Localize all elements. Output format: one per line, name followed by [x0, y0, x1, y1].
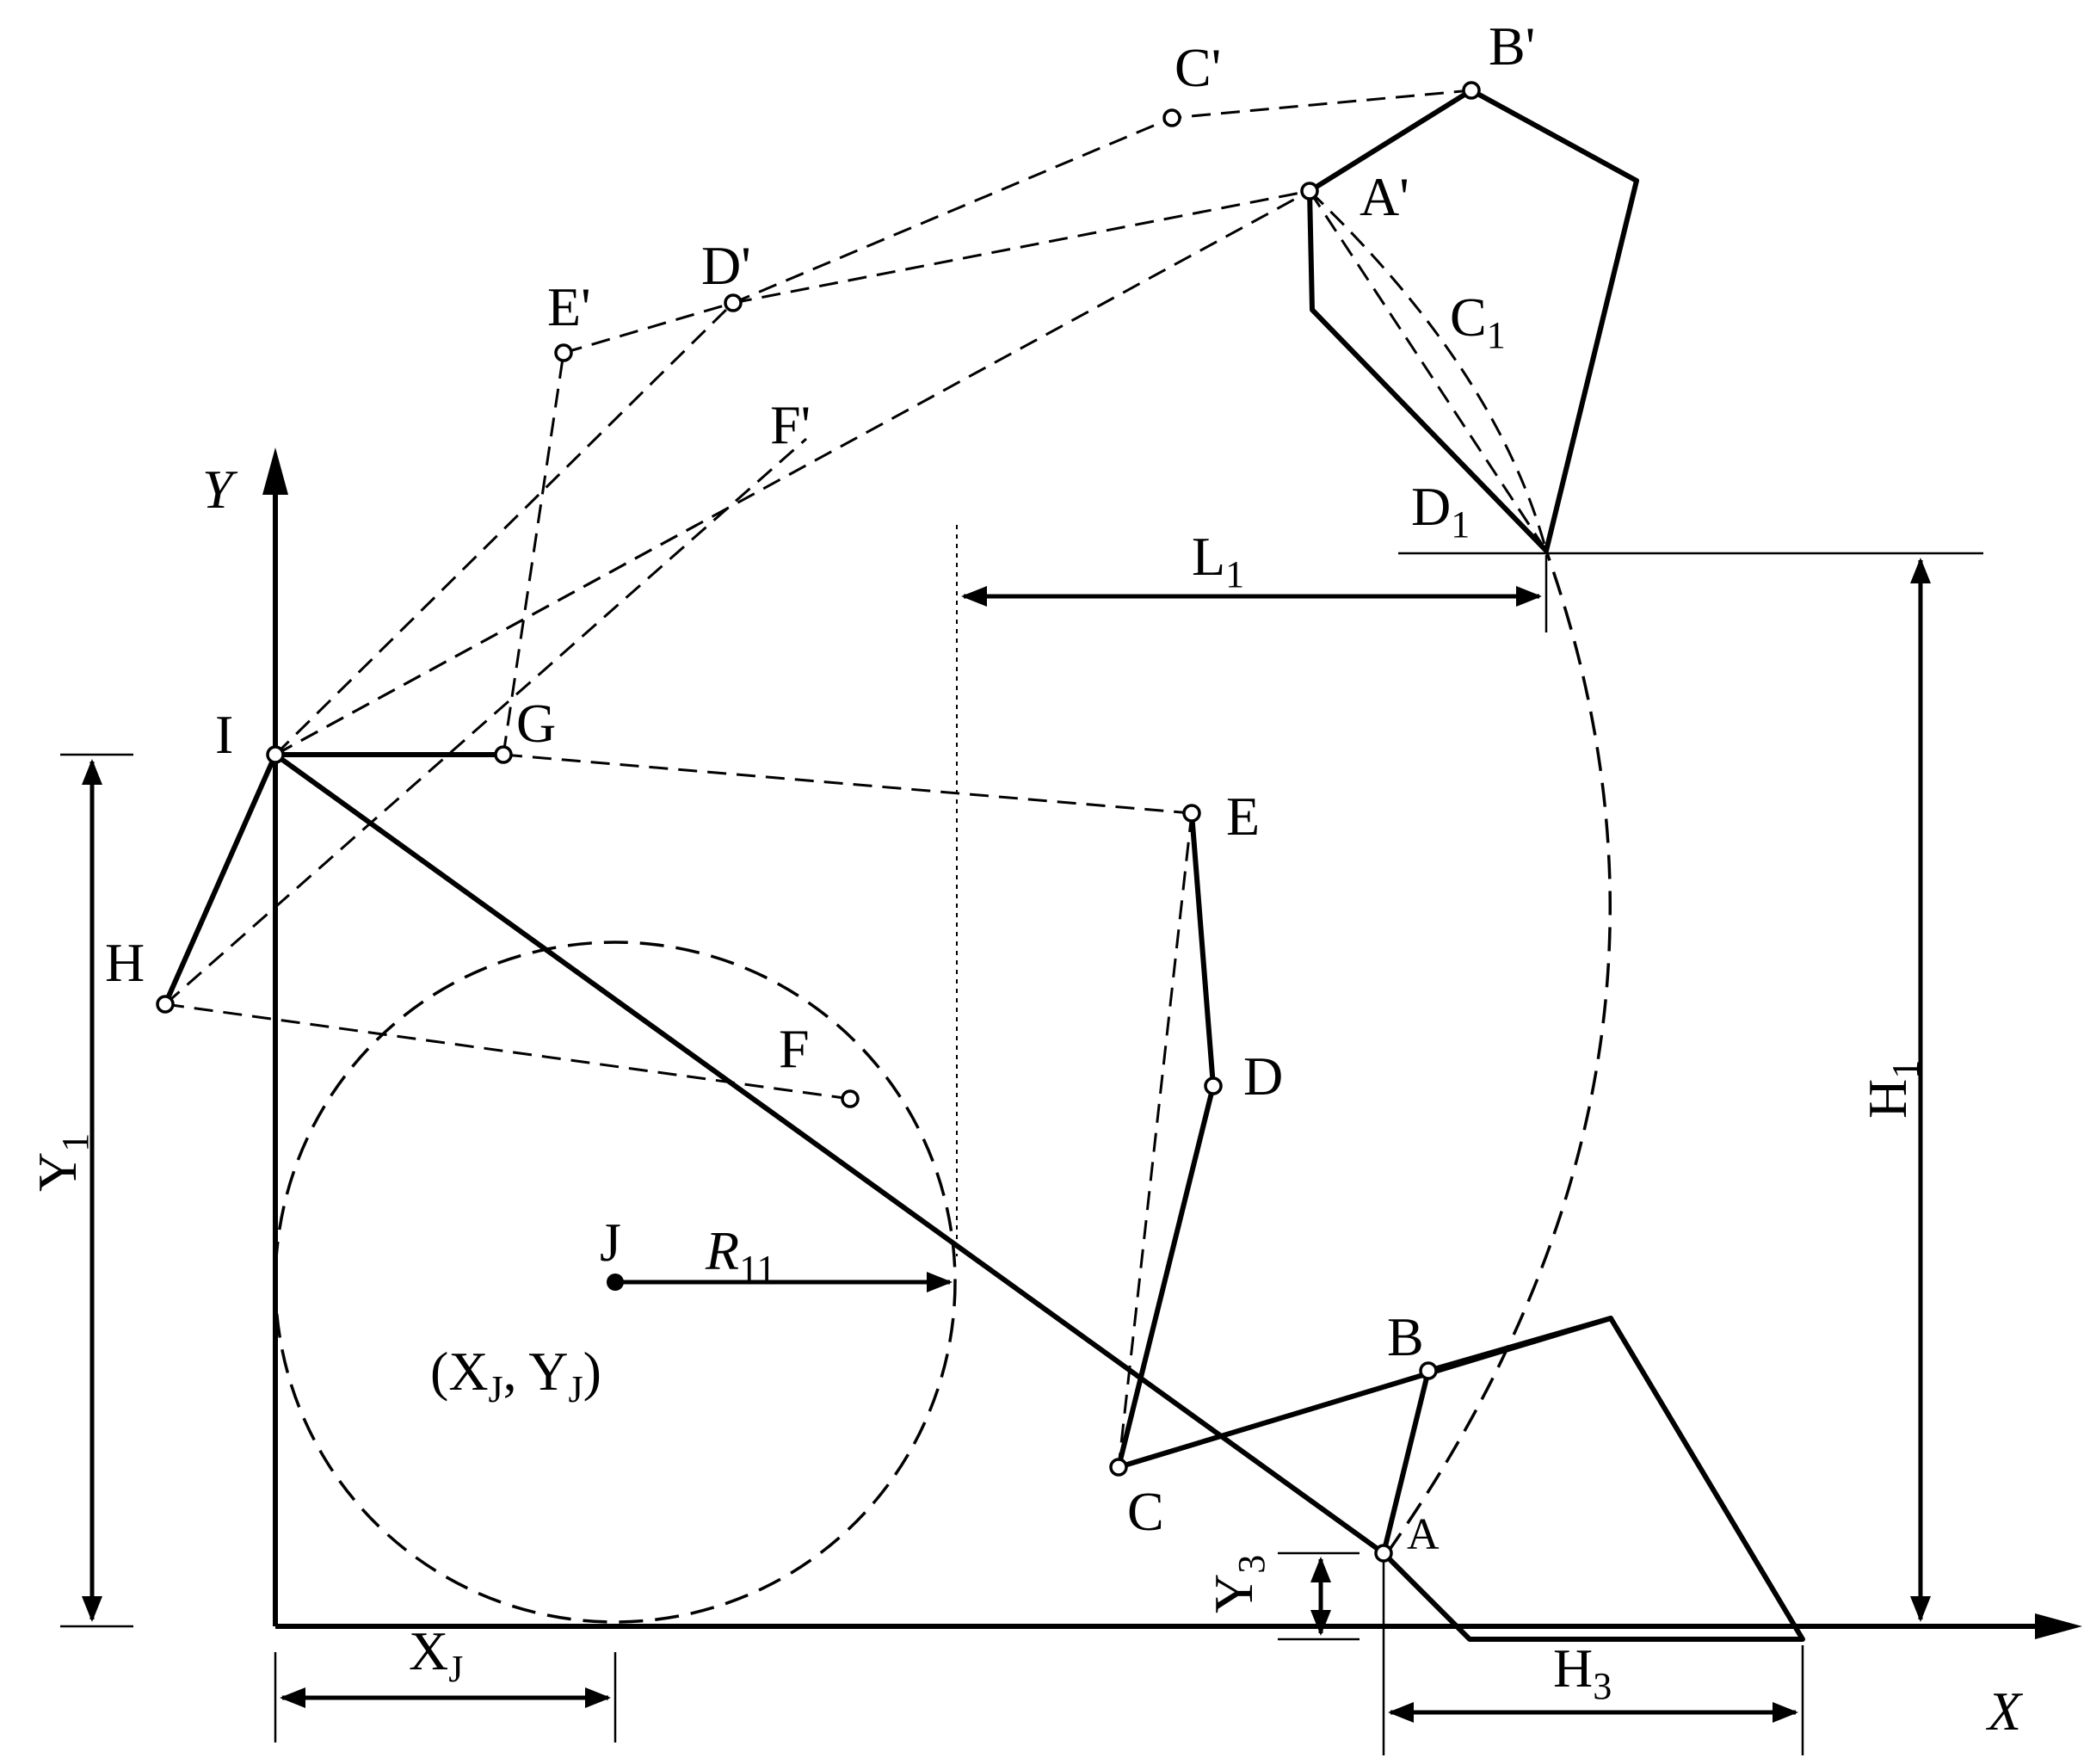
bucket-lower: [1381, 1316, 1805, 1642]
label-j: J: [600, 1212, 621, 1273]
joint-c-prime: [1162, 108, 1181, 127]
label-axis-y: Y: [202, 459, 238, 520]
link-i-a-prime: [274, 189, 1310, 756]
label-y1: Y1: [27, 1133, 96, 1192]
label-g: G: [516, 693, 556, 754]
joint-c: [1109, 1458, 1128, 1477]
joint-e-prime: [554, 343, 573, 362]
label-f-prime: F': [770, 394, 811, 455]
joint-g: [494, 745, 513, 764]
joint-d: [1204, 1076, 1223, 1095]
link-e-d-c: [1116, 811, 1216, 1470]
joint-a: [1374, 1544, 1393, 1563]
label-a: A: [1407, 1510, 1440, 1559]
label-c-prime: C': [1175, 37, 1221, 98]
label-i: I: [215, 704, 233, 765]
joint-f: [841, 1089, 860, 1108]
label-b-prime: B': [1489, 15, 1535, 77]
label-l1: L1: [1192, 526, 1244, 595]
label-r11: R11: [705, 1220, 775, 1290]
label-coordinates: (XJ, YJ): [430, 1341, 601, 1410]
joint-j: [607, 1274, 624, 1291]
label-b: B: [1387, 1306, 1424, 1367]
label-c1: C1: [1450, 287, 1506, 356]
link-i-f-prime: [274, 523, 698, 756]
link-e-d-c-b-prime: [563, 89, 1472, 355]
link-h-f-prime: [164, 437, 807, 1006]
link-i-d-prime: [274, 301, 735, 756]
boom-i-a: [273, 752, 1386, 1556]
link-d-a-prime: [732, 189, 1310, 305]
label-xj: XJ: [409, 1620, 463, 1690]
joint-h: [156, 995, 175, 1014]
joint-e: [1182, 804, 1201, 823]
label-y3: Y3: [1203, 1555, 1273, 1613]
x-axis-arrowhead: [2035, 1613, 2082, 1639]
joint-b-prime: [1462, 81, 1481, 100]
label-h3: H3: [1553, 1638, 1612, 1707]
joint-i: [266, 745, 285, 764]
reach-circle: [274, 941, 957, 1624]
label-axis-x: X: [1985, 1681, 2024, 1742]
label-f: F: [779, 1018, 810, 1079]
bucket-upper: [1307, 88, 1639, 553]
link-b-a: [1381, 1368, 1431, 1556]
link-h-f: [164, 1002, 851, 1101]
link-g-e-prime: [502, 352, 565, 756]
link-a-prime-d1: [1308, 190, 1548, 552]
link-e-c: [1117, 812, 1193, 1468]
label-c: C: [1127, 1481, 1164, 1542]
label-h: H: [105, 932, 145, 993]
label-a-prime: A': [1360, 166, 1409, 227]
label-d-prime: D': [701, 235, 751, 296]
label-d: D: [1243, 1045, 1283, 1107]
y-axis-arrowhead: [262, 447, 288, 495]
joint-d-prime: [724, 293, 743, 312]
joint-b: [1419, 1361, 1438, 1380]
label-d1: D1: [1411, 476, 1470, 546]
link-g-e: [503, 753, 1193, 815]
link-a-prime-c1-arc: [1308, 189, 1548, 552]
label-e-prime: E': [547, 276, 591, 337]
label-e: E: [1226, 786, 1260, 847]
label-h1: H1: [1857, 1060, 1927, 1119]
joint-a-prime: [1300, 182, 1319, 200]
